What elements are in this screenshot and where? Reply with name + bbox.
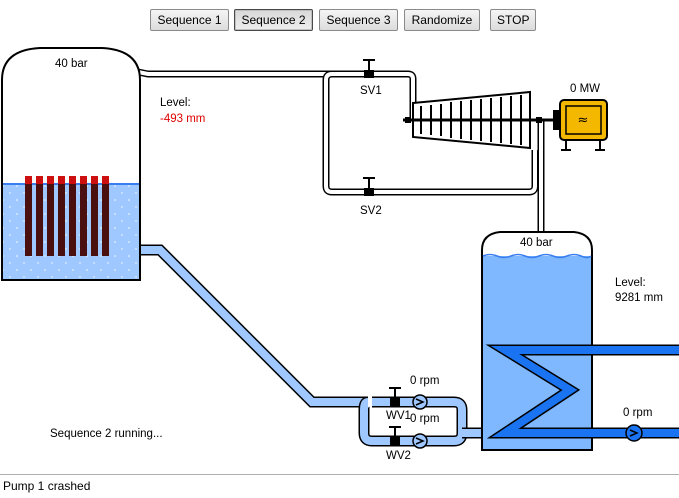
wv1-valve[interactable]: [389, 387, 401, 406]
pump-2[interactable]: [412, 433, 428, 449]
generator-power: 0 MW: [570, 83, 601, 95]
wv1-label: WV1: [386, 410, 411, 422]
pump1-speed: 0 rpm: [410, 375, 440, 387]
reactor-pressure: 40 bar: [55, 58, 88, 70]
sequence-2-button[interactable]: Sequence 2: [234, 9, 313, 31]
sequence-1-button[interactable]: Sequence 1: [150, 9, 229, 31]
plant-diagram: ≈: [1, 47, 679, 451]
condenser-level-label: Level:: [615, 277, 646, 289]
feedwater-pipe: [138, 244, 490, 447]
reactor-level-value: -493 mm: [160, 113, 206, 125]
steam-line-bypass: [322, 70, 539, 196]
pump2-speed: 0 rpm: [410, 413, 440, 425]
steam-line-top: [137, 68, 417, 120]
toolbar: Sequence 1 Sequence 2 Sequence 3 Randomi…: [0, 9, 679, 33]
reactor-vessel: [1, 47, 141, 281]
condenser-pump-speed: 0 rpm: [623, 407, 653, 419]
status-text: Pump 1 crashed: [3, 479, 91, 493]
stop-button[interactable]: STOP: [490, 9, 536, 31]
reactor-level-label: Level:: [160, 97, 191, 109]
generator: ≈: [553, 99, 608, 151]
condenser-level-value: 9281 mm: [615, 292, 663, 304]
condenser-pressure: 40 bar: [520, 237, 553, 249]
sv2-label: SV2: [360, 205, 382, 217]
sv1-valve[interactable]: [363, 59, 375, 78]
status-bar: Pump 1 crashed: [0, 474, 679, 498]
wv2-label: WV2: [386, 450, 411, 462]
ac-symbol: ≈: [578, 113, 589, 128]
sv1-label: SV1: [360, 85, 382, 97]
turbine: [403, 90, 556, 150]
randomize-button[interactable]: Randomize: [404, 9, 480, 31]
sequence-3-button[interactable]: Sequence 3: [319, 9, 398, 31]
sequence-message: Sequence 2 running...: [50, 428, 163, 440]
pump-1[interactable]: [412, 394, 428, 410]
control-rods: [25, 176, 109, 256]
sv2-valve[interactable]: [363, 177, 375, 196]
condenser-pump[interactable]: [625, 424, 643, 442]
wv2-valve[interactable]: [389, 426, 401, 445]
cooling-coil: [485, 344, 679, 439]
